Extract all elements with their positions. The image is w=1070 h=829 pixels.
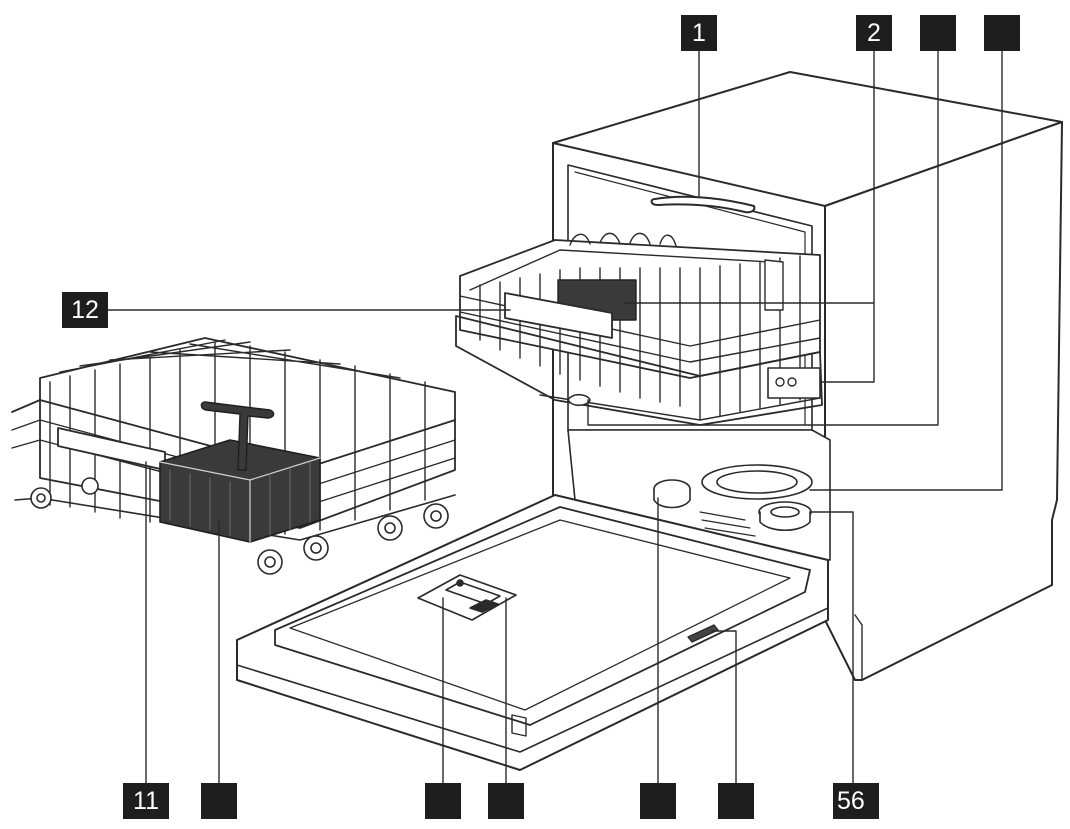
leader-line-56 bbox=[809, 511, 854, 784]
callout-3 bbox=[920, 15, 956, 51]
filter-ring bbox=[701, 464, 813, 500]
salt-container-cap bbox=[653, 479, 691, 509]
callout-12: 12 bbox=[62, 292, 108, 328]
callout-4 bbox=[984, 15, 1020, 51]
leader-line-4 bbox=[809, 50, 1003, 491]
callout-1: 1 bbox=[681, 15, 717, 51]
leader-lines bbox=[103, 50, 1003, 784]
leader-line-3 bbox=[587, 50, 939, 426]
callout-10 bbox=[201, 783, 237, 819]
filter-cap bbox=[758, 501, 812, 532]
lower-basket-wheels bbox=[30, 477, 449, 575]
detergent-dispenser bbox=[417, 574, 517, 621]
callout-9 bbox=[425, 783, 461, 819]
callout-7 bbox=[640, 783, 676, 819]
door-latch bbox=[687, 624, 719, 643]
leader-line-2 bbox=[821, 50, 875, 383]
callout-2: 2 bbox=[856, 15, 892, 51]
callout-8 bbox=[488, 783, 524, 819]
callout-56: 56 bbox=[833, 783, 879, 819]
upper-basket bbox=[455, 232, 823, 426]
cabinet-side-panel bbox=[824, 121, 1063, 681]
dishwasher-door bbox=[236, 494, 829, 771]
cutlery-basket bbox=[159, 401, 321, 543]
callout-6 bbox=[718, 783, 754, 819]
callout-11: 11 bbox=[123, 783, 169, 819]
lower-basket bbox=[11, 337, 456, 575]
leader-line-6 bbox=[711, 630, 737, 784]
door-inner-panel bbox=[274, 506, 811, 726]
upper-spray-arm bbox=[650, 195, 756, 214]
